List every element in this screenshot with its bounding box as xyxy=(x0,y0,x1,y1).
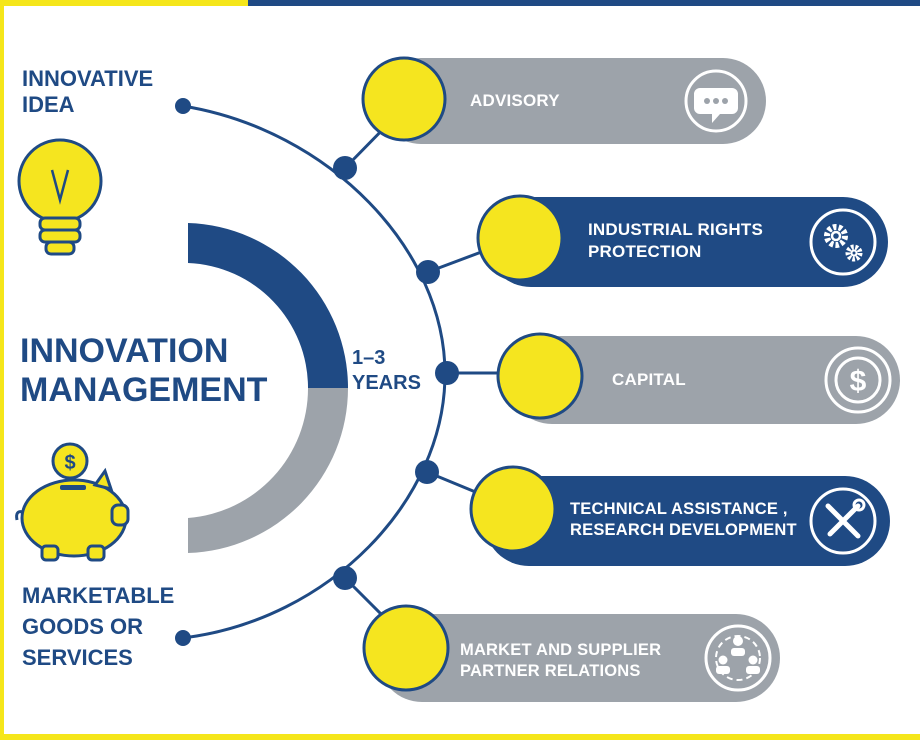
label-innovative-idea: INNOVATIVE IDEA xyxy=(22,66,153,118)
lightbulb-icon xyxy=(17,138,103,256)
frame-top-navy xyxy=(248,0,920,6)
svg-text:$: $ xyxy=(850,365,867,398)
label-line: GOODS OR xyxy=(22,614,144,640)
pill-industrial-rights xyxy=(486,197,888,287)
people-network-icon xyxy=(715,635,761,681)
item-market-supplier-label: MARKET AND SUPPLIER PARTNER RELATIONS xyxy=(460,640,661,683)
dollar-coin-icon: $ xyxy=(834,356,882,404)
item-technical-assistance-label: TECHNICAL ASSISTANCE , RESEARCH DEVELOPM… xyxy=(570,499,797,542)
pill-market-supplier xyxy=(378,614,780,702)
item-industrial-rights-label: INDUSTRIAL RIGHTS PROTECTION xyxy=(588,219,763,263)
item-line: MARKET AND SUPPLIER xyxy=(460,641,662,659)
label-line: MARKETABLE xyxy=(22,583,175,608)
title-innovation-management: INNOVATION MANAGEMENT xyxy=(20,332,267,411)
timeline-end-dot xyxy=(175,630,191,646)
duration-label: 1–3 YEARS xyxy=(352,346,421,396)
label-line: SERVICES xyxy=(22,645,133,671)
item-advisory-label: ADVISORY xyxy=(470,90,560,112)
item-line: TECHNICAL ASSISTANCE , xyxy=(570,500,788,518)
label-line: INNOVATIVE xyxy=(22,66,154,91)
item-line: RESEARCH DEVELOPMENT xyxy=(570,521,797,540)
pill-advisory xyxy=(378,58,766,144)
pill-technical-assistance xyxy=(484,476,890,566)
tools-icon xyxy=(825,498,866,539)
progress-arc-gray xyxy=(188,388,349,553)
title-line: MANAGEMENT xyxy=(20,371,268,410)
item-line: PROTECTION xyxy=(588,242,702,262)
arc-nodes xyxy=(333,156,459,590)
label-line: IDEA xyxy=(22,91,75,117)
item-line: PARTNER RELATIONS xyxy=(460,662,641,681)
label-marketable-goods: MARKETABLE GOODS OR SERVICES xyxy=(22,580,174,674)
gears-icon xyxy=(824,224,863,262)
frame-left-yellow xyxy=(0,0,4,740)
duration-line: YEARS xyxy=(352,372,421,394)
piggy-bank-icon: $ xyxy=(15,442,130,562)
item-line: CAPITAL xyxy=(612,370,686,389)
frame-top-yellow xyxy=(0,0,248,6)
item-line: INDUSTRIAL RIGHTS xyxy=(588,220,763,239)
duration-line: 1–3 xyxy=(352,347,386,369)
title-line: INNOVATION xyxy=(20,332,229,370)
item-line: ADVISORY xyxy=(470,91,560,110)
speech-bubble-icon xyxy=(694,88,738,123)
pill-capital xyxy=(508,336,900,424)
svg-text:$: $ xyxy=(64,452,75,474)
progress-arc-navy xyxy=(188,223,348,388)
frame-bottom-yellow xyxy=(0,734,920,740)
item-capital-label: CAPITAL xyxy=(612,369,686,391)
timeline-start-dot xyxy=(175,98,191,114)
yellow-nodes xyxy=(361,56,584,692)
